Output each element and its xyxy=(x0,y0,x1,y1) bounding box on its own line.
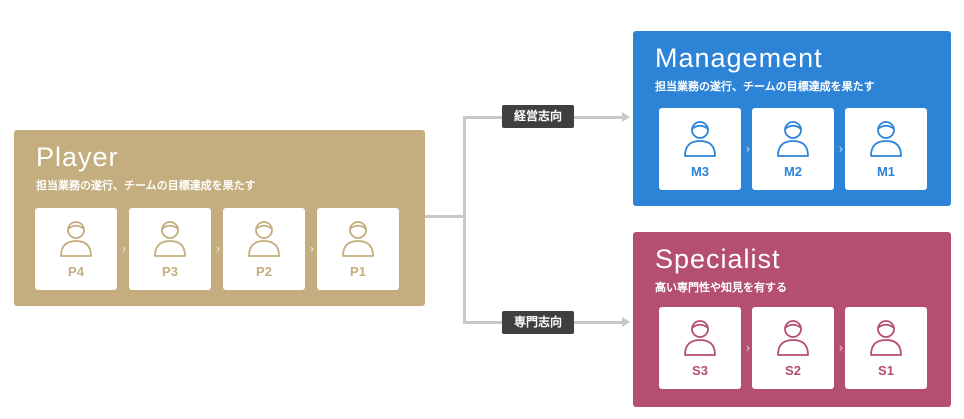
player-level-card: P2 xyxy=(223,208,305,290)
player-level-card: P4 xyxy=(35,208,117,290)
person-icon xyxy=(684,121,716,157)
connector-vertical xyxy=(463,116,466,324)
player-title: Player xyxy=(36,142,119,172)
person-icon xyxy=(777,121,809,157)
person-icon xyxy=(248,221,280,257)
specialist-panel: Specialist 高い専門性や知見を有する S3 › S2 › S1 xyxy=(633,232,951,407)
player-level-label: P3 xyxy=(162,264,178,279)
management-subtitle: 担当業務の遂行、チームの目標達成を果たす xyxy=(655,80,875,93)
specialist-level-label: S1 xyxy=(878,363,894,378)
specialist-level-card: S3 xyxy=(659,307,741,389)
person-icon xyxy=(870,320,902,356)
chevron-right-icon: › xyxy=(745,142,751,156)
arrow-management-icon xyxy=(622,112,630,122)
connector-stem xyxy=(425,215,465,218)
chevron-right-icon: › xyxy=(215,242,221,256)
player-level-card: P1 xyxy=(317,208,399,290)
management-level-card: M1 xyxy=(845,108,927,190)
player-level-label: P1 xyxy=(350,264,366,279)
specialist-subtitle: 高い専門性や知見を有する xyxy=(655,281,787,294)
chevron-right-icon: › xyxy=(745,341,751,355)
person-icon xyxy=(342,221,374,257)
player-panel: Player 担当業務の遂行、チームの目標達成を果たす P4 › P3 › P2 › P1 xyxy=(14,130,425,306)
person-icon xyxy=(870,121,902,157)
player-level-label: P2 xyxy=(256,264,272,279)
specialist-level-label: S2 xyxy=(785,363,801,378)
arrow-specialist-icon xyxy=(622,317,630,327)
management-level-label: M3 xyxy=(690,164,710,179)
management-level-label: M1 xyxy=(876,164,896,179)
chevron-right-icon: › xyxy=(838,341,844,355)
management-panel: Management 担当業務の遂行、チームの目標達成を果たす M3 › M2 › M1 xyxy=(633,31,951,206)
chevron-right-icon: › xyxy=(121,242,127,256)
management-level-label: M2 xyxy=(783,164,803,179)
player-level-card: P3 xyxy=(129,208,211,290)
management-path-label: 経営志向 xyxy=(502,105,575,128)
management-level-card: M2 xyxy=(752,108,834,190)
specialist-level-card: S1 xyxy=(845,307,927,389)
specialist-path-label: 専門志向 xyxy=(502,311,575,334)
person-icon xyxy=(777,320,809,356)
chevron-right-icon: › xyxy=(309,242,315,256)
management-title: Management xyxy=(655,43,823,73)
chevron-right-icon: › xyxy=(838,142,844,156)
management-level-card: M3 xyxy=(659,108,741,190)
person-icon xyxy=(154,221,186,257)
person-icon xyxy=(60,221,92,257)
player-subtitle: 担当業務の遂行、チームの目標達成を果たす xyxy=(36,179,256,192)
specialist-level-label: S3 xyxy=(692,363,708,378)
specialist-title: Specialist xyxy=(655,244,781,274)
person-icon xyxy=(684,320,716,356)
specialist-level-card: S2 xyxy=(752,307,834,389)
player-level-label: P4 xyxy=(68,264,84,279)
